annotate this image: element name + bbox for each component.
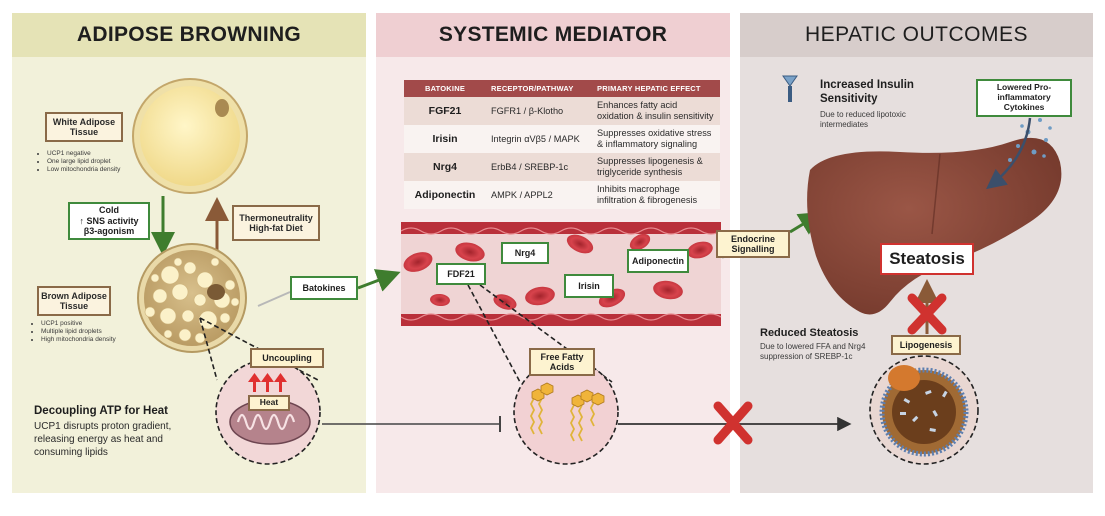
batokine-effect: Suppresses lipogenesis & triglyceride sy… <box>592 153 720 181</box>
adipose-browning-title: ADIPOSE BROWNING <box>12 13 366 57</box>
lipogenesis-label: Lipogenesis <box>891 335 961 355</box>
cytokine-arrow <box>986 117 1032 190</box>
batokine-table: BATOKINE RECEPTOR/PATHWAY PRIMARY HEPATI… <box>404 80 720 209</box>
insulin-receptor-icon <box>782 75 798 102</box>
irisin-label: Irisin <box>564 274 614 298</box>
blocked-cross-icon <box>713 401 753 445</box>
systemic-mediator-title: SYSTEMIC MEDIATOR <box>376 13 730 57</box>
liver <box>807 137 1062 315</box>
batokine-pathway: ErbB4 / SREBP-1c <box>486 153 592 181</box>
brown-note-item: Multiple lipid droplets <box>41 328 161 336</box>
free-fatty-acids-zoom <box>513 359 619 465</box>
header-receptor: RECEPTOR/PATHWAY <box>486 80 592 97</box>
white-note-item: UCP1 negative <box>47 150 157 158</box>
steatosis-label: Steatosis <box>880 243 974 275</box>
batokine-pathway: FGFR1 / β-Klotho <box>486 97 592 125</box>
reduced-steatosis-title: Reduced Steatosis <box>760 327 859 339</box>
white-note-item: One large lipid droplet <box>47 158 157 166</box>
batokines-label: Batokines <box>290 276 358 300</box>
table-row: FGF21 FGFR1 / β-Klotho Enhances fatty ac… <box>404 97 720 125</box>
batokines-arrow <box>357 269 401 292</box>
blood-vessel <box>400 222 722 326</box>
table-header-row: BATOKINE RECEPTOR/PATHWAY PRIMARY HEPATI… <box>404 80 720 97</box>
brown-adipose-tissue-label: Brown Adipose Tissue <box>37 286 111 316</box>
uncoupling-label: Uncoupling <box>250 348 324 368</box>
white-note-item: Low mitochondria density <box>47 166 157 174</box>
decoupling-text: UCP1 disrupts proton gradient, releasing… <box>34 421 172 458</box>
mitochondria-zoom <box>215 359 321 465</box>
batokine-name: Irisin <box>404 125 486 153</box>
insulin-sensitivity-title: Increased Insulin Sensitivity <box>820 79 914 105</box>
batokine-pathway: Integrin αVβ5 / MAPK <box>486 125 592 153</box>
batokine-name: Nrg4 <box>404 153 486 181</box>
header-batokine: BATOKINE <box>404 80 486 97</box>
batokine-name: FGF21 <box>404 97 486 125</box>
free-fatty-acids-label: Free Fatty Acids <box>529 348 595 376</box>
batokine-effect: Suppresses oxidative stress & inflammato… <box>592 125 720 153</box>
batokine-name: Adiponectin <box>404 181 486 209</box>
batokine-effect: Enhances fatty acid oxidation & insulin … <box>592 97 720 125</box>
endocrine-signalling-label: Endocrine Signalling <box>716 230 790 258</box>
batokine-effect: Inhibits macrophage infiltration & fibro… <box>592 181 720 209</box>
hepatic-outcomes-title: HEPATIC OUTCOMES <box>740 13 1093 57</box>
header-effect: PRIMARY HEPATIC EFFECT <box>592 80 720 97</box>
white-adipose-cell <box>132 78 248 194</box>
table-row: Adiponectin AMPK / APPL2 Inhibits macrop… <box>404 181 720 209</box>
steatosis-blocked-cross-icon <box>907 293 947 335</box>
heat-label: Heat <box>248 395 290 411</box>
reduced-steatosis-subtitle: Due to lowered FFA and Nrg4 suppression … <box>760 342 866 361</box>
batokine-pathway: AMPK / APPL2 <box>486 181 592 209</box>
hepatocyte-lipid-droplet <box>869 355 979 465</box>
fdf21-label: FDF21 <box>436 263 486 285</box>
brown-adipose-notes: UCP1 positive Multiple lipid droplets Hi… <box>32 320 161 344</box>
table-row: Irisin Integrin αVβ5 / MAPK Suppresses o… <box>404 125 720 153</box>
cold-stimulus-label: Cold ↑ SNS activity β3-agonism <box>68 202 150 240</box>
brown-note-item: UCP1 positive <box>41 320 161 328</box>
table-row: Nrg4 ErbB4 / SREBP-1c Suppresses lipogen… <box>404 153 720 181</box>
thermoneutrality-label: Thermoneutrality High-fat Diet <box>232 205 320 241</box>
nrg4-label: Nrg4 <box>501 242 549 264</box>
insulin-sensitivity-subtitle: Due to reduced lipotoxic intermediates <box>820 110 906 129</box>
decoupling-title: Decoupling ATP for Heat <box>34 405 168 417</box>
brown-adipose-cell <box>137 243 247 353</box>
white-adipose-notes: UCP1 negative One large lipid droplet Lo… <box>38 150 157 174</box>
adiponectin-label: Adiponectin <box>627 249 689 273</box>
brown-note-item: High mitochondria density <box>41 336 161 344</box>
lowered-cytokines-label: Lowered Pro-inflammatory Cytokines <box>976 79 1072 117</box>
white-adipose-tissue-label: White Adipose Tissue <box>45 112 123 142</box>
